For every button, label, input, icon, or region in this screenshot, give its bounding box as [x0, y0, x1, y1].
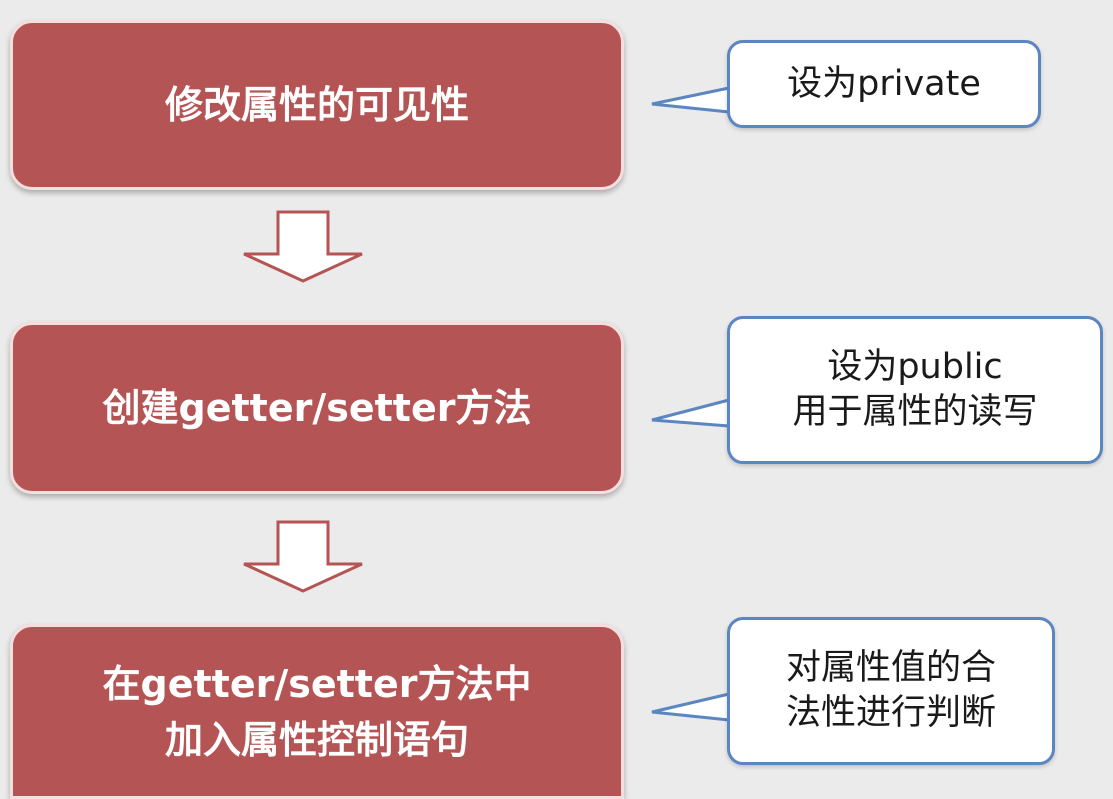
- note-1-callout: 设为private: [727, 40, 1041, 128]
- callout-pointer-3: [651, 692, 730, 722]
- callout-pointer-1: [651, 86, 730, 114]
- step-2-text: 创建getter/setter方法: [102, 386, 532, 430]
- note-3-line-1: 对属性值的合: [785, 648, 996, 688]
- note-2-line-1: 设为public: [827, 347, 1003, 387]
- callout-pointers: [651, 86, 730, 722]
- note-3-callout: 对属性值的合 法性进行判断: [727, 617, 1055, 765]
- note-2-line-2: 用于属性的读写: [792, 392, 1038, 432]
- step-3-line-2: 加入属性控制语句: [164, 717, 469, 762]
- down-arrow-icon: [243, 520, 363, 593]
- note-1-text: 设为private: [787, 63, 981, 104]
- down-arrow-icon: [243, 210, 363, 283]
- note-3-line-2: 法性进行判断: [785, 693, 996, 733]
- note-2-callout: 设为public 用于属性的读写: [727, 316, 1103, 464]
- callout-pointer-2: [651, 398, 730, 428]
- step-3-line-1: 在getter/setter方法中: [102, 661, 532, 706]
- step-2-box: 创建getter/setter方法: [10, 322, 624, 494]
- step-1-box: 修改属性的可见性: [10, 20, 624, 190]
- step-1-text: 修改属性的可见性: [164, 83, 469, 127]
- step-3-box: 在getter/setter方法中 加入属性控制语句: [10, 624, 624, 799]
